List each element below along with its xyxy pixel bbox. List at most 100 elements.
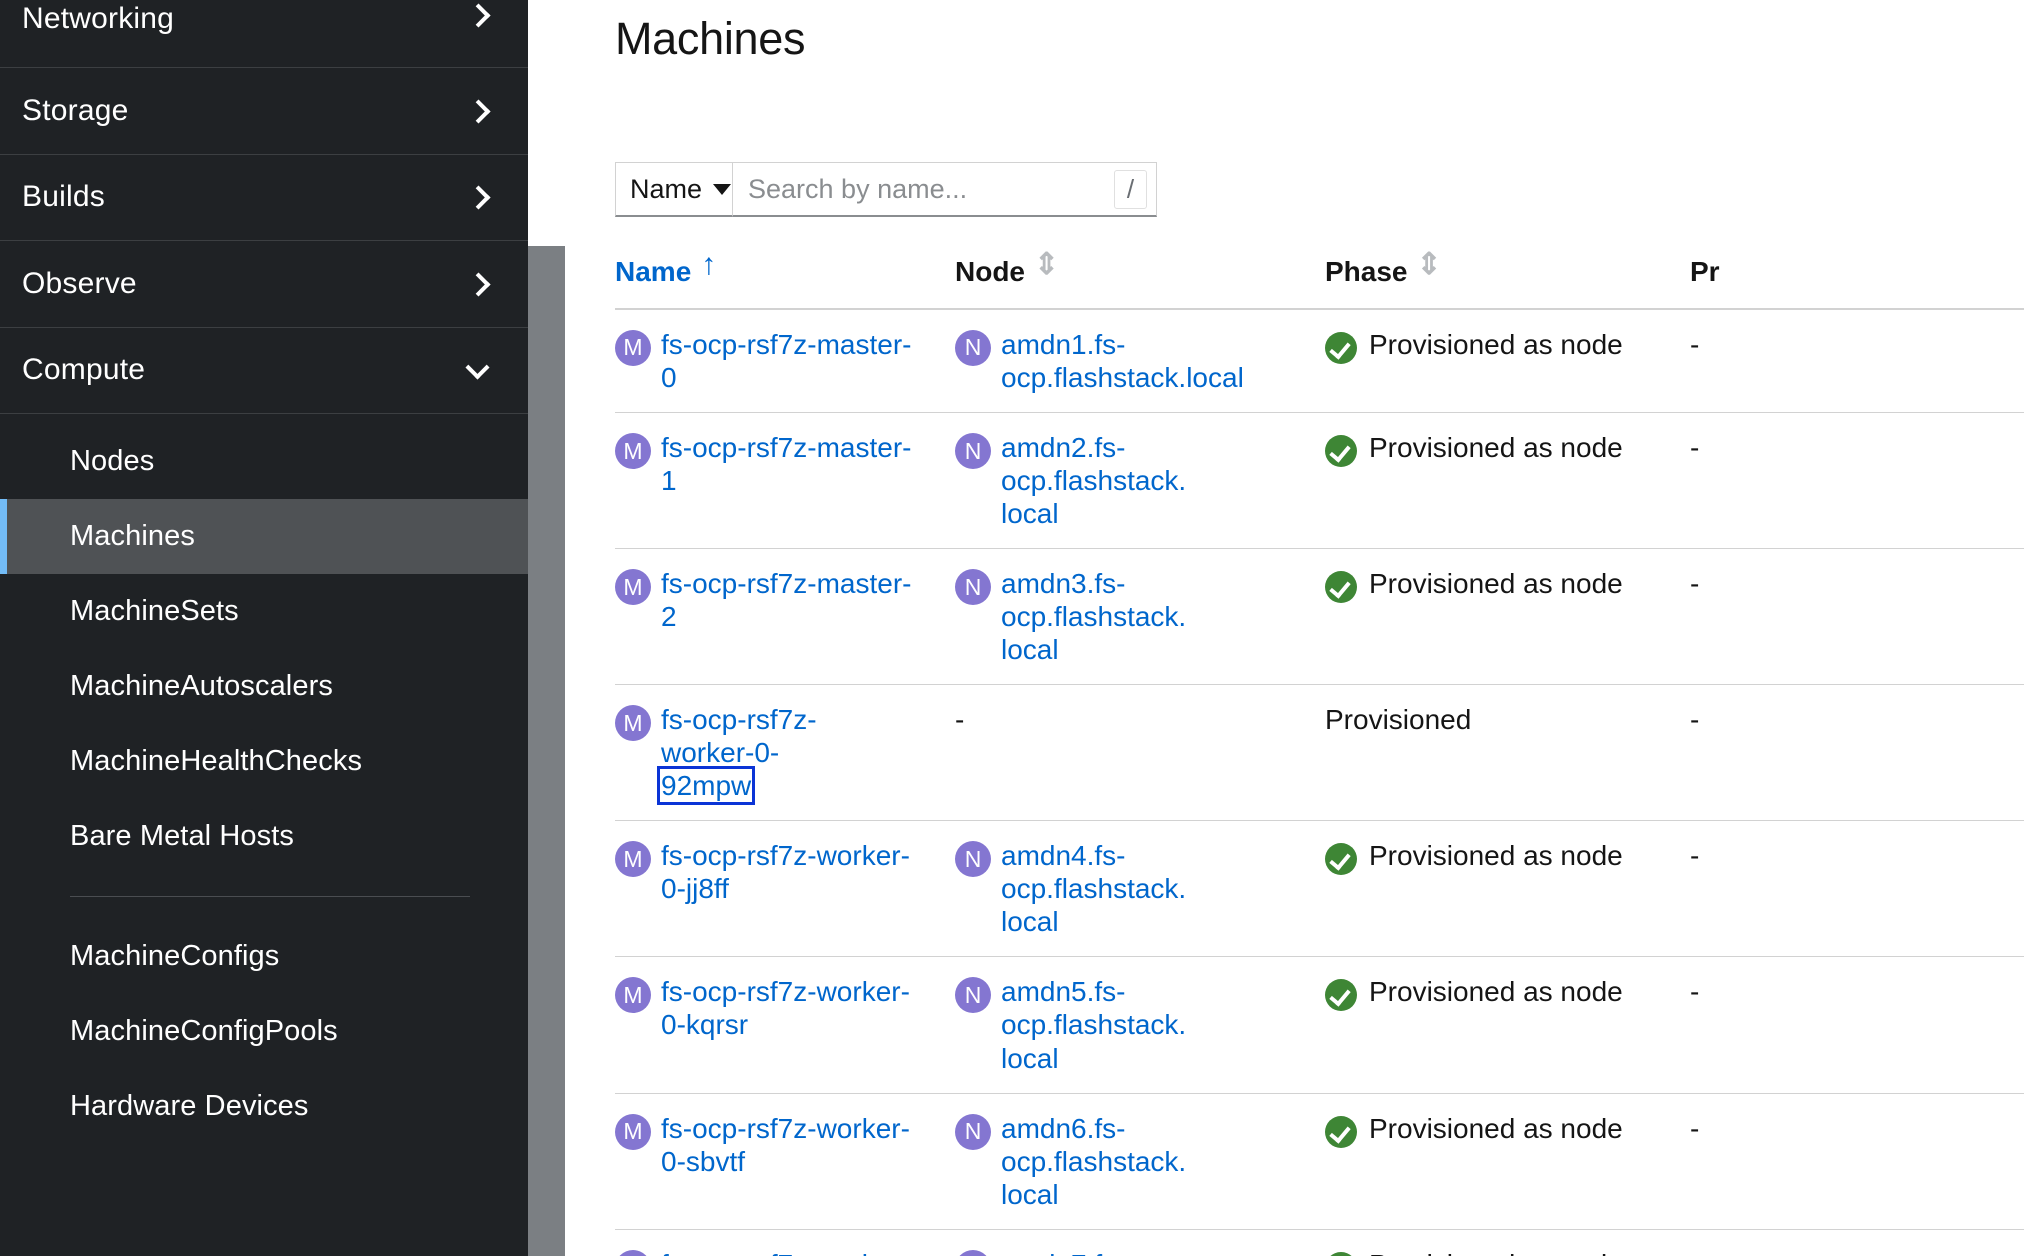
sidebar-item-label: MachineConfigPools <box>70 1015 338 1048</box>
sidebar-item-machineautoscalers[interactable]: MachineAutoscalers <box>0 649 528 724</box>
search-field-wrapper[interactable]: / <box>732 162 1157 217</box>
list-toolbar: Name / <box>615 162 1157 217</box>
status-check-icon <box>1325 843 1357 875</box>
cell-provider: - <box>1690 1248 2024 1256</box>
cell-provider: - <box>1690 567 2024 600</box>
cell-node: N amdn5.fs-ocp.flashstack.local <box>955 975 1325 1074</box>
node-name-link[interactable]: amdn2.fs-ocp.flashstack.local <box>1001 431 1191 530</box>
cell-provider: - <box>1690 431 2024 464</box>
column-header-phase[interactable]: Phase <box>1325 256 1690 288</box>
filter-type-dropdown[interactable]: Name <box>615 162 732 217</box>
chevron-right-icon <box>468 4 490 26</box>
sidebar-group-observe[interactable]: Observe <box>0 241 528 328</box>
cell-name: M fs-ocp-rsf7z-worker-0-z7dq8 <box>615 1248 955 1256</box>
primary-sidebar: Networking Storage Builds Observe Comput… <box>0 0 565 1256</box>
sidebar-item-machinehealthchecks[interactable]: MachineHealthChecks <box>0 724 528 799</box>
cell-phase: Provisioned as node <box>1325 975 1690 1011</box>
node-name-link[interactable]: amdn5.fs-ocp.flashstack.local <box>1001 975 1191 1074</box>
sidebar-scrollbar-track[interactable] <box>528 0 565 1256</box>
node-badge-icon: N <box>955 1250 991 1256</box>
node-badge-icon: N <box>955 569 991 605</box>
column-header-label: Pr <box>1690 256 1720 288</box>
machine-name-link[interactable]: fs-ocp-rsf7z-master-1 <box>661 431 926 497</box>
filter-type-label: Name <box>630 174 702 205</box>
sidebar-group-label: Networking <box>22 4 174 34</box>
phase-label: Provisioned as node <box>1369 1248 1623 1256</box>
sidebar-item-label: MachineSets <box>70 595 239 628</box>
column-header-node[interactable]: Node <box>955 256 1325 288</box>
machine-name-link[interactable]: fs-ocp-rsf7z-master-0 <box>661 328 926 394</box>
machine-name-link[interactable]: fs-ocp-rsf7z-worker-0-jj8ff <box>661 839 926 905</box>
sidebar-item-machineconfigs[interactable]: MachineConfigs <box>0 919 528 994</box>
table-row[interactable]: M fs-ocp-rsf7z-worker-0-jj8ff N amdn4.fs… <box>615 821 2024 957</box>
table-row[interactable]: M fs-ocp-rsf7z-worker-0-92mpw - Provisio… <box>615 685 2024 821</box>
node-name-link[interactable]: amdn7.fs-ocp.flashstack.local <box>1001 1248 1191 1256</box>
sidebar-group-label: Storage <box>22 96 128 126</box>
sidebar-group-label: Compute <box>22 355 145 385</box>
sidebar-item-bare-metal-hosts[interactable]: Bare Metal Hosts <box>0 799 528 874</box>
status-check-icon <box>1325 1116 1357 1148</box>
cell-phase: Provisioned as node <box>1325 1112 1690 1148</box>
cell-provider: - <box>1690 975 2024 1008</box>
node-name-link[interactable]: amdn6.fs-ocp.flashstack.local <box>1001 1112 1191 1211</box>
machine-name-link[interactable]: fs-ocp-rsf7z-worker-0-92mpw <box>661 703 836 802</box>
machine-name-link[interactable]: fs-ocp-rsf7z-worker-0-sbvtf <box>661 1112 926 1178</box>
sidebar-item-label: MachineConfigs <box>70 940 279 973</box>
column-header-label: Name <box>615 256 691 288</box>
phase-label: Provisioned as node <box>1369 328 1623 361</box>
sidebar-item-hardware-devices[interactable]: Hardware Devices <box>0 1069 528 1144</box>
table-row[interactable]: M fs-ocp-rsf7z-master-2 N amdn3.fs-ocp.f… <box>615 549 2024 685</box>
phase-label: Provisioned as node <box>1369 567 1623 600</box>
machine-badge-icon: M <box>615 330 651 366</box>
sidebar-item-machines[interactable]: Machines <box>0 499 528 574</box>
cell-provider: - <box>1690 703 2024 736</box>
node-badge-icon: N <box>955 841 991 877</box>
search-input[interactable] <box>733 164 1093 215</box>
sidebar-scrollbar-thumb[interactable] <box>528 246 565 1256</box>
sidebar-item-machinesets[interactable]: MachineSets <box>0 574 528 649</box>
column-header-name[interactable]: Name <box>615 256 955 288</box>
table-row[interactable]: M fs-ocp-rsf7z-master-1 N amdn2.fs-ocp.f… <box>615 413 2024 549</box>
table-row[interactable]: M fs-ocp-rsf7z-worker-0-sbvtf N amdn6.fs… <box>615 1094 2024 1230</box>
table-row[interactable]: M fs-ocp-rsf7z-master-0 N amdn1.fs-ocp.f… <box>615 310 2024 413</box>
phase-label: Provisioned as node <box>1369 975 1623 1008</box>
cell-phase: Provisioned as node <box>1325 567 1690 603</box>
sidebar-group-compute[interactable]: Compute <box>0 328 528 415</box>
machine-badge-icon: M <box>615 1114 651 1150</box>
node-name-link[interactable]: amdn4.fs-ocp.flashstack.local <box>1001 839 1191 938</box>
cell-node: N amdn6.fs-ocp.flashstack.local <box>955 1112 1325 1211</box>
cell-node: N amdn2.fs-ocp.flashstack.local <box>955 431 1325 530</box>
node-name-link[interactable]: amdn1.fs-ocp.flashstack.local <box>1001 328 1291 394</box>
sidebar-item-label: MachineAutoscalers <box>70 670 333 703</box>
cell-name: M fs-ocp-rsf7z-worker-0-92mpw <box>615 703 955 802</box>
machine-name-selected-fragment[interactable]: 92mpw <box>661 770 751 801</box>
node-name-link[interactable]: amdn3.fs-ocp.flashstack.local <box>1001 567 1191 666</box>
column-header-provider[interactable]: Pr <box>1690 256 2024 288</box>
table-row[interactable]: M fs-ocp-rsf7z-worker-0-z7dq8 N amdn7.fs… <box>615 1230 2024 1256</box>
cell-phase: Provisioned as node <box>1325 328 1690 364</box>
sidebar-group-storage[interactable]: Storage <box>0 68 528 155</box>
sidebar-group-builds[interactable]: Builds <box>0 155 528 242</box>
machine-name-link[interactable]: fs-ocp-rsf7z-worker-0-z7dq8 <box>661 1248 926 1256</box>
table-row[interactable]: M fs-ocp-rsf7z-worker-0-kqrsr N amdn5.fs… <box>615 957 2024 1093</box>
cell-provider: - <box>1690 1112 2024 1145</box>
cell-name: M fs-ocp-rsf7z-master-1 <box>615 431 955 497</box>
machine-name-link[interactable]: fs-ocp-rsf7z-worker-0-kqrsr <box>661 975 926 1041</box>
sidebar-item-nodes[interactable]: Nodes <box>0 424 528 499</box>
sidebar-group-networking[interactable]: Networking <box>0 0 528 68</box>
sidebar-group-label: Observe <box>22 269 137 299</box>
sidebar-item-machineconfigpools[interactable]: MachineConfigPools <box>0 994 528 1069</box>
phase-label: Provisioned as node <box>1369 1112 1623 1145</box>
sidebar-item-label: Nodes <box>70 445 154 478</box>
phase-label: Provisioned as node <box>1369 839 1623 872</box>
sidebar-item-label: Hardware Devices <box>70 1090 309 1123</box>
sidebar-divider <box>70 896 470 897</box>
cell-phase: Provisioned <box>1325 703 1690 736</box>
machine-name-link[interactable]: fs-ocp-rsf7z-master-2 <box>661 567 926 633</box>
sidebar-item-label: MachineHealthChecks <box>70 745 362 778</box>
chevron-down-icon <box>468 359 490 381</box>
column-header-label: Node <box>955 256 1025 288</box>
sort-unsorted-icon <box>1038 259 1051 285</box>
cell-name: M fs-ocp-rsf7z-worker-0-jj8ff <box>615 839 955 905</box>
